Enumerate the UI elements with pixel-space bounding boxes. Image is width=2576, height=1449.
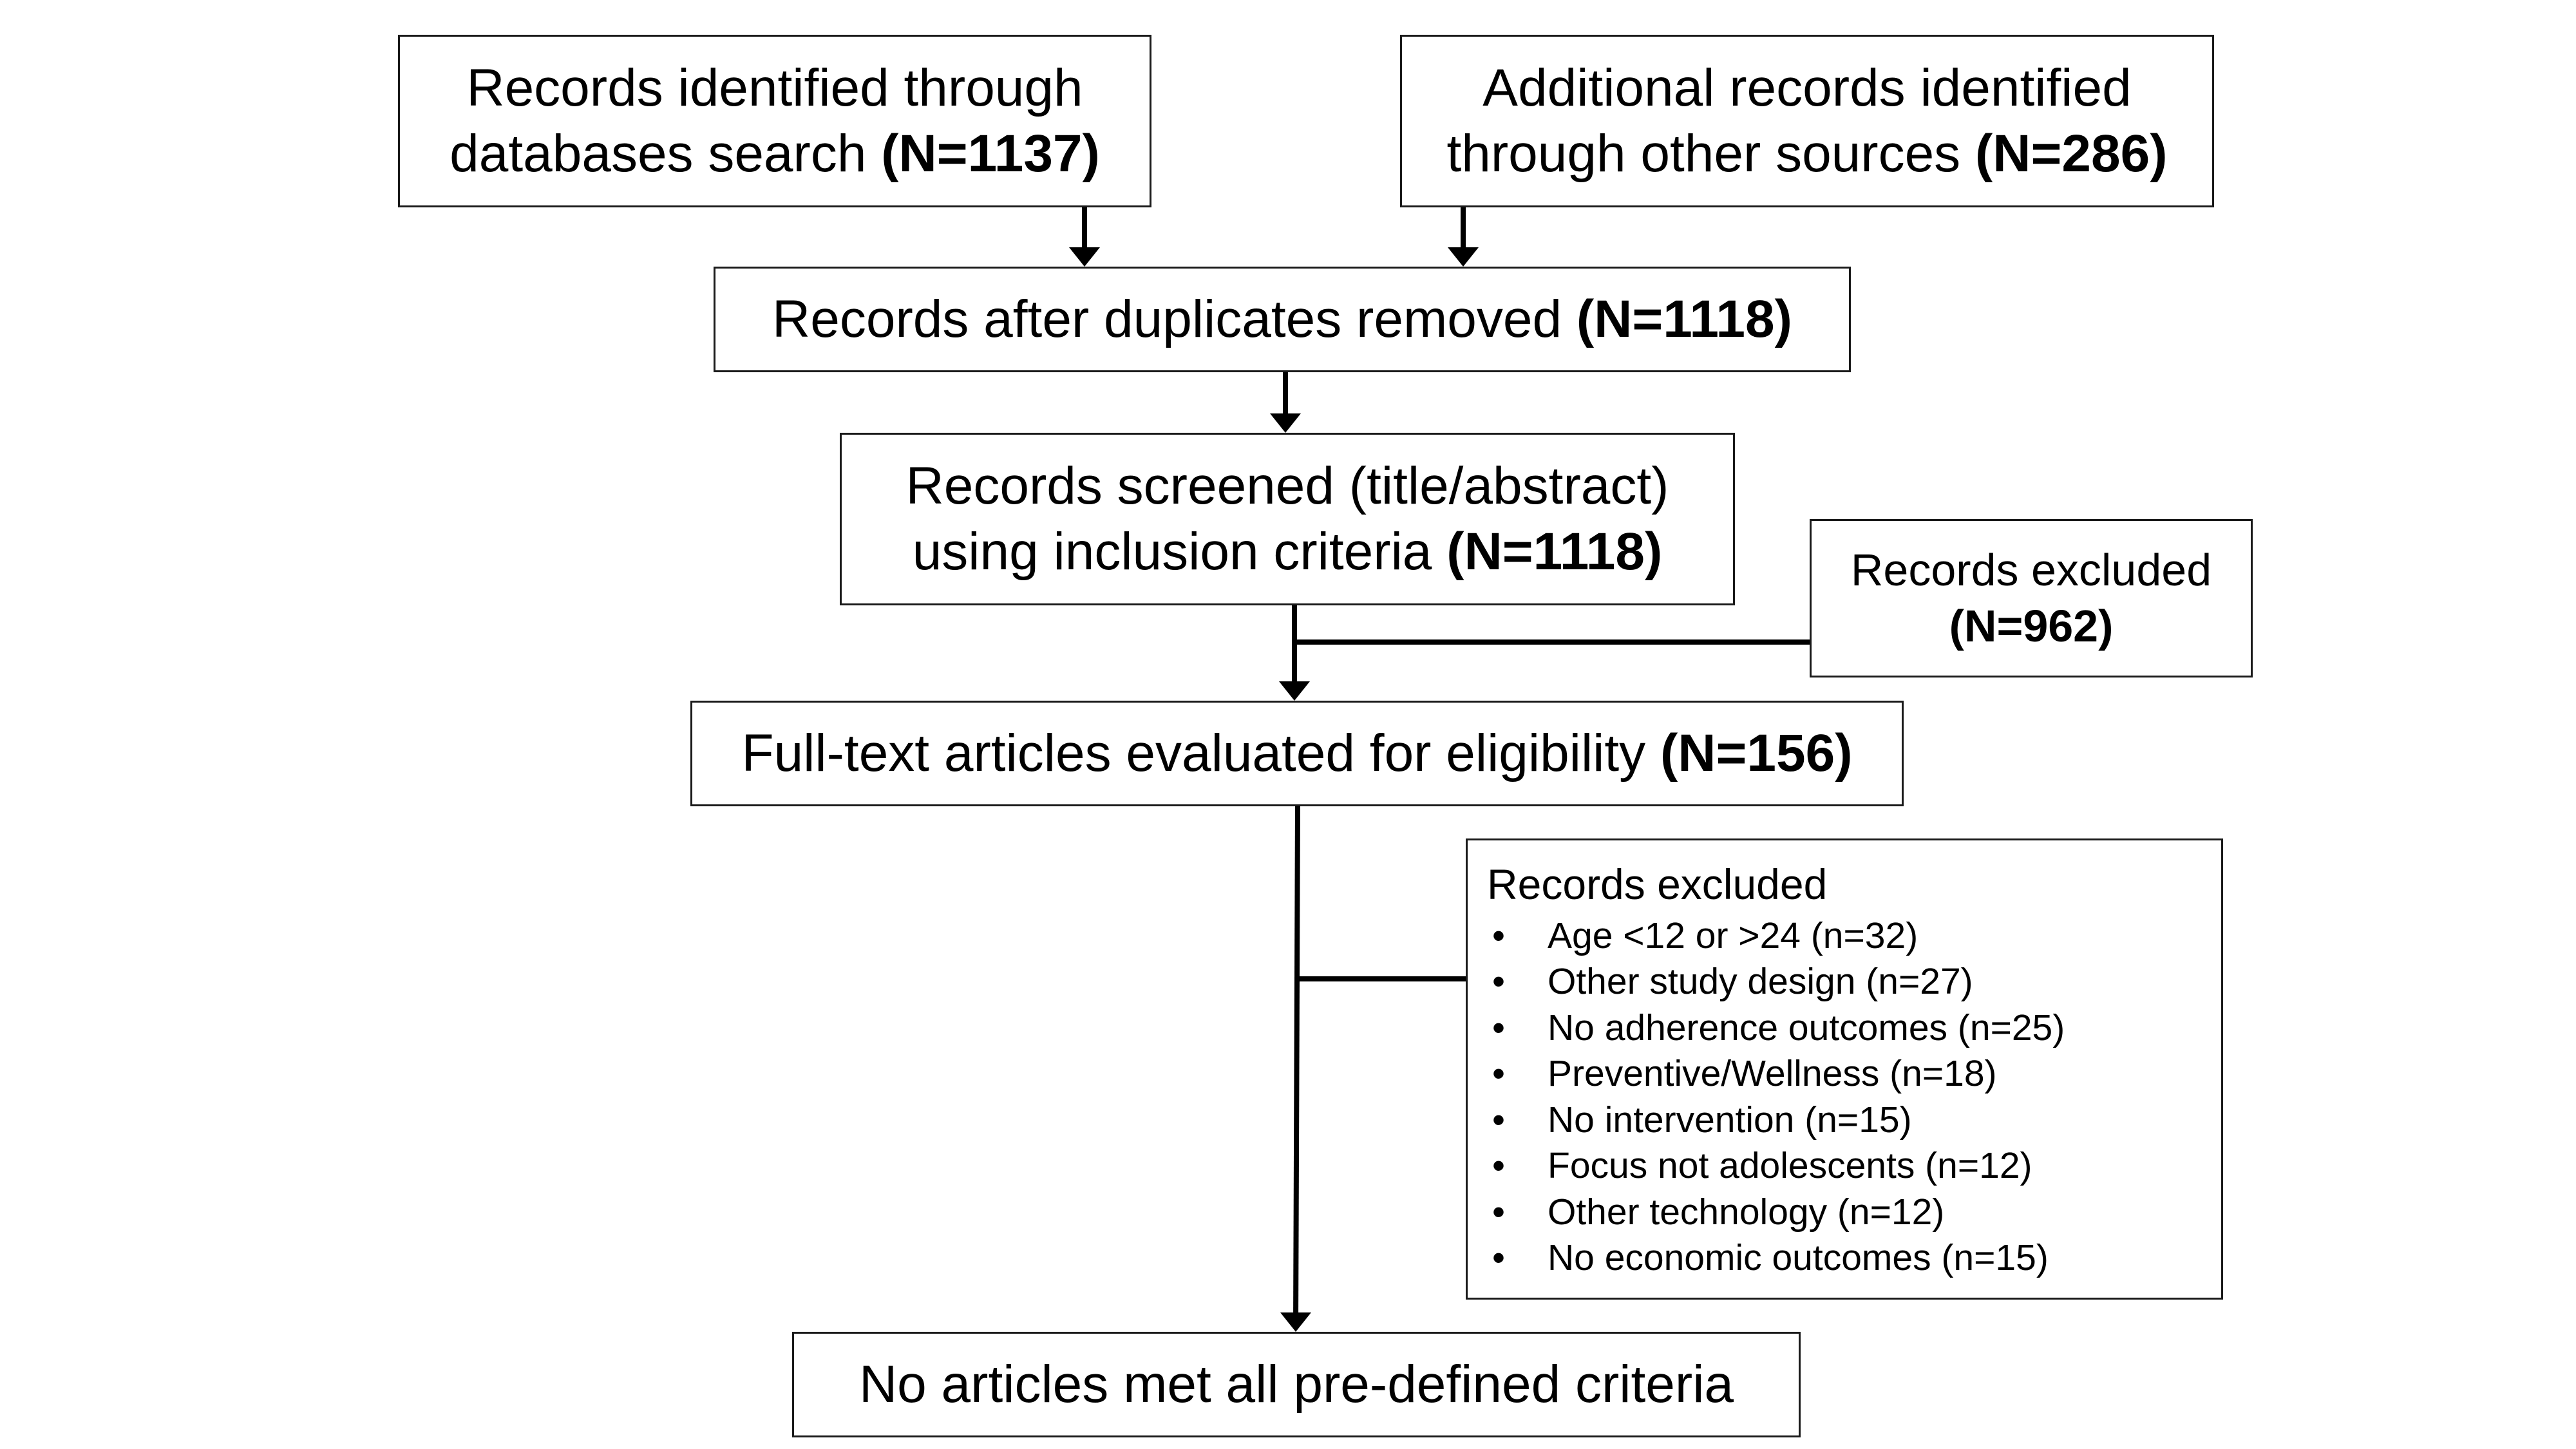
exclusion-reason-text: Focus not adolescents (n=12) [1548,1145,2032,1187]
other-records-count: (N=286) [1975,124,2168,183]
exclusion-reason-item: • Age <12 or >24 (n=32) [1487,913,1918,960]
fulltext-eligibility-box: Full-text articles evaluated for eligibi… [690,701,1904,806]
final-result-text: No articles met all pre-defined criteria [858,1355,1734,1414]
screened-records-text: Records screened (title/abstract) using … [905,457,1669,581]
excluded-screening-title: Records excluded [1850,545,2212,596]
arrowhead-other [1448,247,1479,267]
duplicates-removed-box: Records after duplicates removed (N=1118… [714,267,1851,372]
database-records-text: Records identified through databases sea… [450,59,1083,183]
fulltext-eligibility-count: (N=156) [1660,724,1853,783]
duplicates-removed-count: (N=1118) [1576,290,1792,349]
arrowhead-database [1069,247,1100,267]
other-records-box: Additional records identified through ot… [1400,35,2214,207]
bullet-icon: • [1492,1145,1505,1187]
exclusion-reason-text: Age <12 or >24 (n=32) [1548,914,1918,956]
bullet-icon: • [1492,1099,1505,1141]
screened-records-box: Records screened (title/abstract) using … [840,433,1735,605]
exclusion-reason-item: • Other study design (n=27) [1487,959,1973,1005]
excluded-screening-count: (N=962) [1949,601,2114,651]
exclusion-reason-item: • Focus not adolescents (n=12) [1487,1143,2032,1189]
bullet-icon: • [1492,1191,1505,1233]
database-records-count: (N=1137) [881,124,1100,183]
exclusion-reason-text: Other technology (n=12) [1548,1191,1945,1233]
bullet-icon: • [1492,1237,1505,1279]
excluded-fulltext-title: Records excluded [1487,860,1828,908]
exclusion-reason-text: Preventive/Wellness (n=18) [1548,1053,1997,1095]
exclusion-reason-item: • Preventive/Wellness (n=18) [1487,1051,1997,1097]
database-records-box: Records identified through databases sea… [398,35,1151,207]
excluded-screening-box: Records excluded (N=962) [1810,519,2253,677]
other-records-text: Additional records identified through ot… [1446,59,2132,183]
duplicates-removed-text: Records after duplicates removed [772,290,1577,349]
screened-records-count: (N=1118) [1446,522,1663,581]
arrowhead-fulltext [1280,1312,1311,1332]
excluded-fulltext-box: Records excluded •Age <12 or >24 (n=32) … [1466,838,2223,1300]
arrowhead-duplicates [1270,413,1301,433]
exclusion-reason-text: No adherence outcomes (n=25) [1548,1007,2065,1048]
exclusion-reason-item: • No economic outcomes (n=15) [1487,1235,2049,1282]
exclusion-reason-text: Other study design (n=27) [1548,961,1973,1003]
bullet-icon: • [1492,914,1505,956]
final-result-box: No articles met all pre-defined criteria [792,1332,1801,1437]
fulltext-eligibility-text: Full-text articles evaluated for eligibi… [741,724,1660,783]
exclusion-reason-text: No economic outcomes (n=15) [1548,1237,2049,1279]
exclusion-reason-text: No intervention (n=15) [1548,1099,1912,1141]
bullet-icon: • [1492,1053,1505,1095]
exclusion-reason-item: • Other technology (n=12) [1487,1189,1944,1236]
bullet-icon: • [1492,1007,1505,1048]
arrow-fulltext-to-final [1293,806,1300,1327]
arrowhead-screened [1279,681,1310,701]
exclusion-reason-item: • No adherence outcomes (n=25) [1487,1005,2065,1052]
bullet-icon: • [1492,961,1505,1003]
exclusion-reason-item: • No intervention (n=15) [1487,1097,1912,1144]
